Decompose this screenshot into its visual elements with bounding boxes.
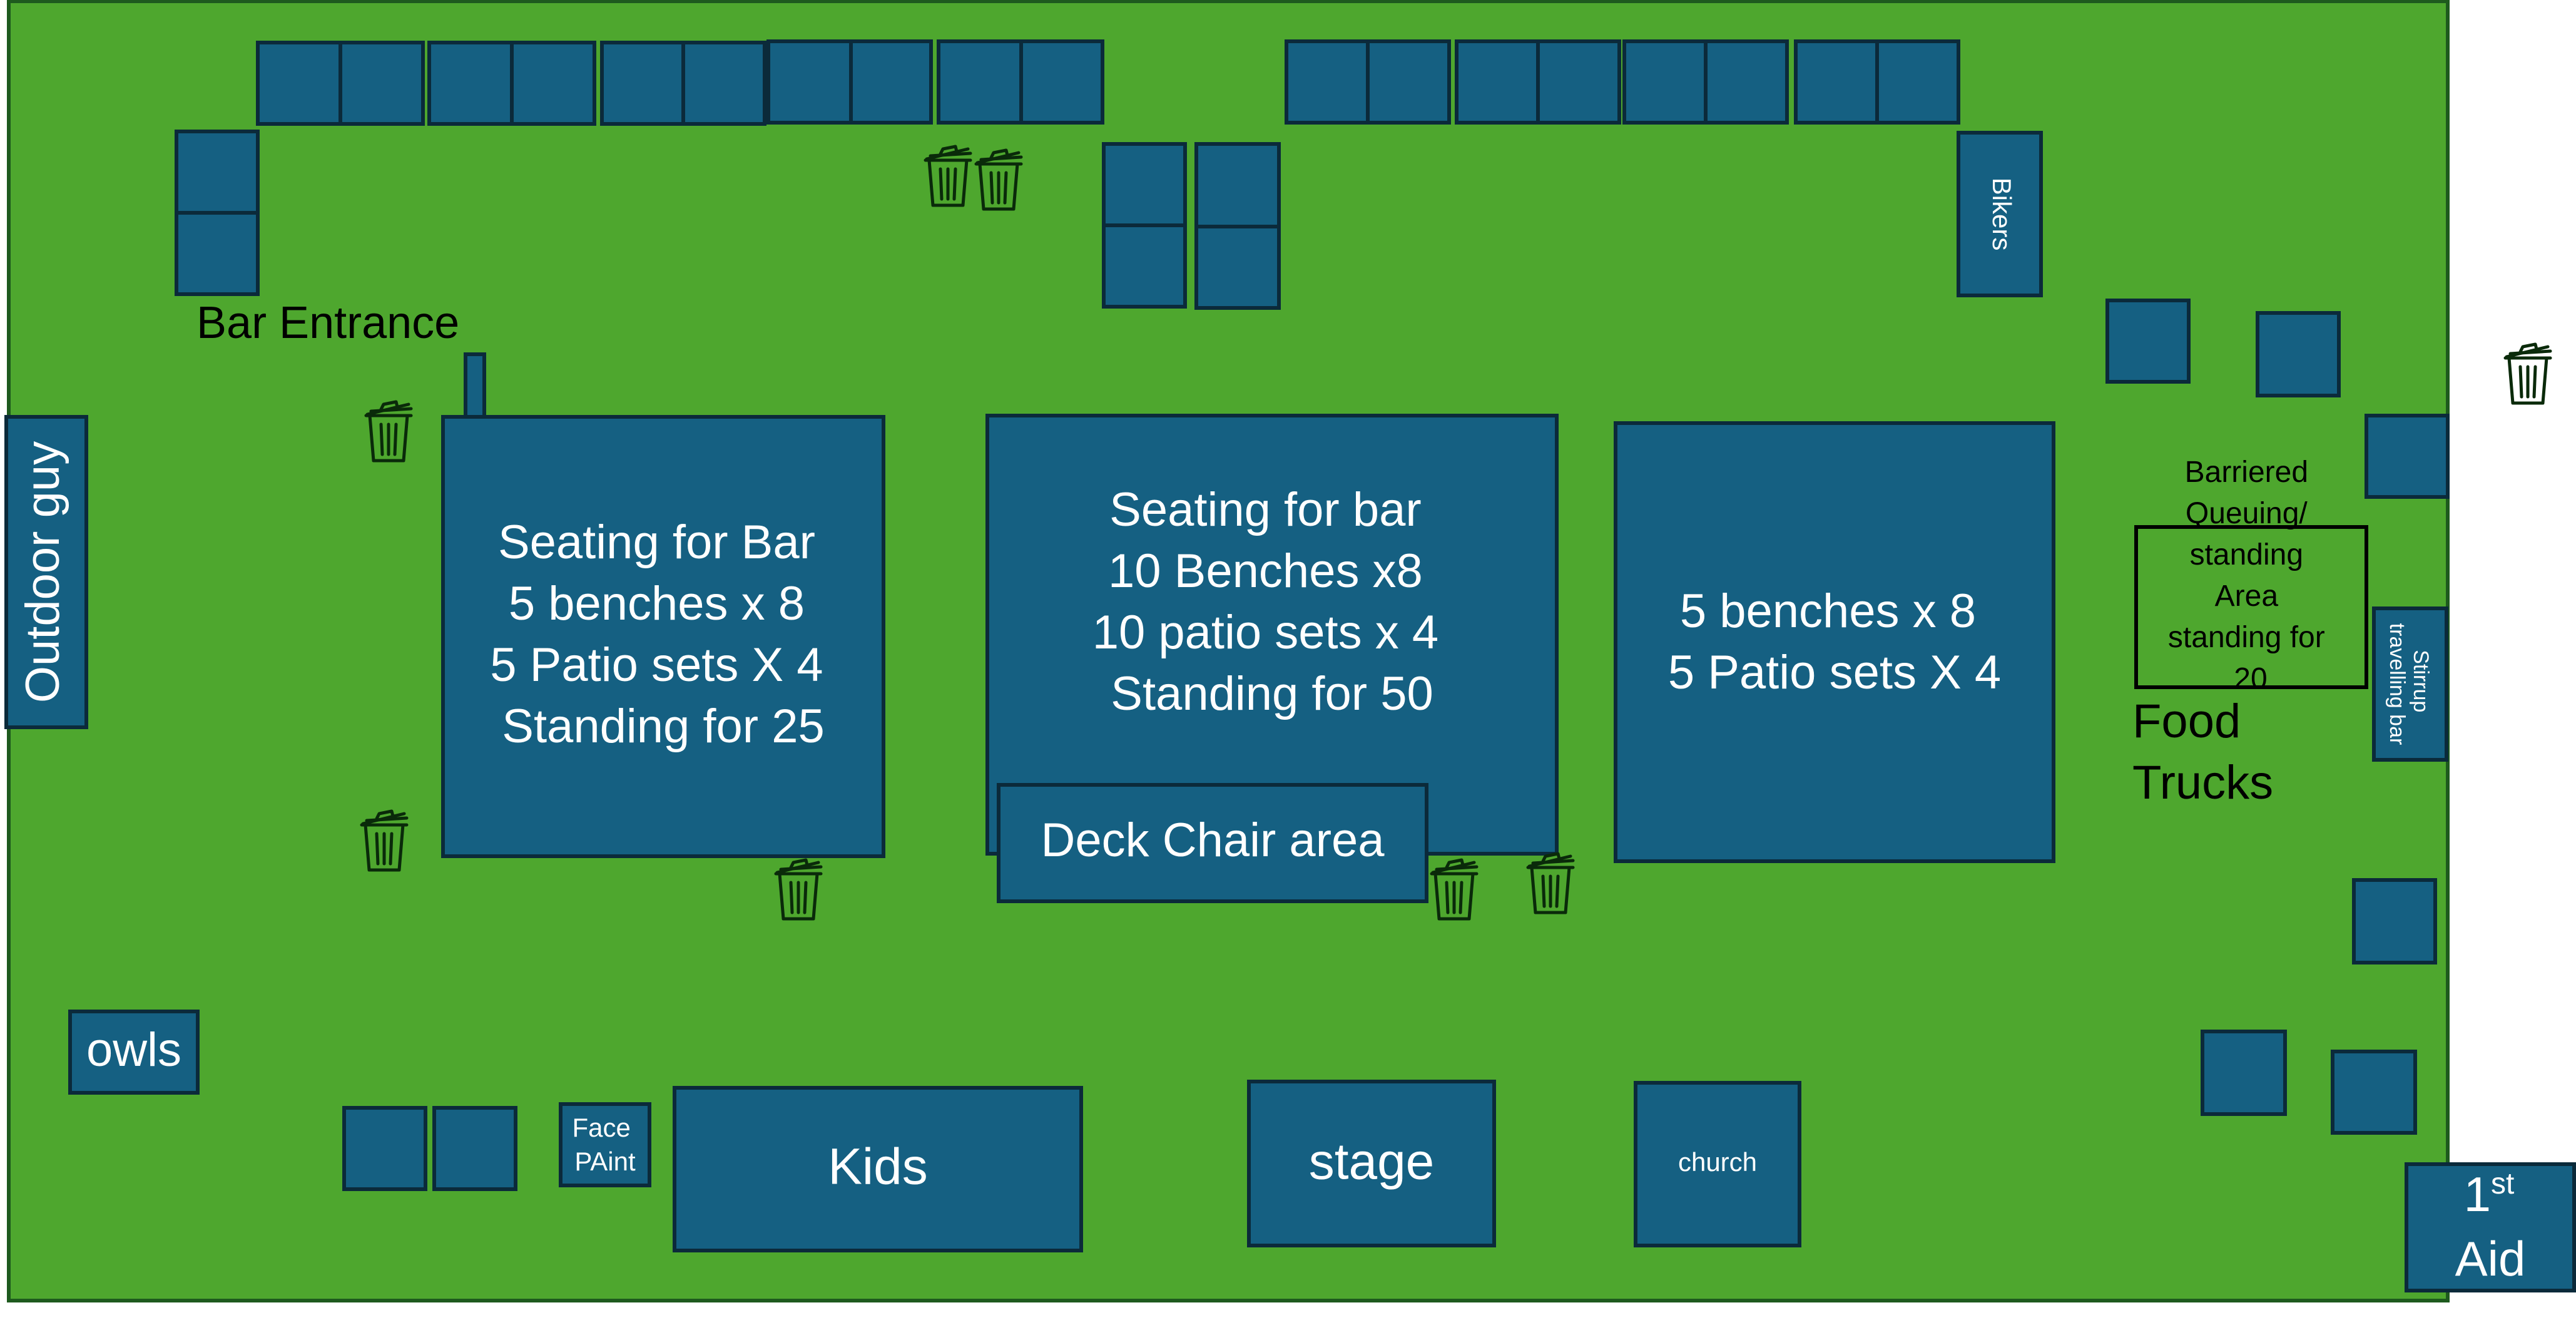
seating-left-line: Seating for Bar [498, 516, 815, 569]
seating-right-text: 5 benches x 8 5 Patio sets X 4 [1668, 585, 2001, 699]
stage-area [1247, 1080, 1496, 1247]
stall [1102, 223, 1187, 309]
stirrup-travelling-bar [2372, 606, 2448, 762]
stall [1019, 39, 1104, 125]
stall [427, 41, 514, 126]
seating-area-left [441, 415, 885, 858]
seating-center-line: 10 patio sets x 4 [1092, 606, 1438, 659]
kids-area [673, 1086, 1083, 1252]
stall [510, 41, 596, 126]
stall [2331, 1050, 2417, 1135]
stall [1285, 39, 1370, 125]
stall [1875, 39, 1960, 125]
stall [342, 1106, 427, 1191]
seating-center-text: Seating for bar 10 Benches x8 10 patio s… [1092, 483, 1452, 720]
stall [2365, 414, 2450, 499]
church-label: church [1678, 1147, 1757, 1177]
stage-label: stage [1309, 1133, 1435, 1190]
stall [2201, 1030, 2287, 1116]
seating-center-line: Seating for bar [1109, 483, 1422, 536]
queue-area-line: standing for [2168, 621, 2325, 654]
first-aid-area [2405, 1162, 2576, 1292]
deck-chair-area [997, 783, 1428, 903]
stall [1366, 39, 1451, 125]
stall [849, 39, 933, 125]
food-trucks-line2: Trucks [2132, 756, 2273, 809]
stall [256, 41, 342, 126]
bikers-area [1957, 131, 2043, 297]
food-trucks-line1: Food [2132, 695, 2241, 748]
bikers-label: Bikers [1987, 178, 2017, 251]
stall [1194, 142, 1281, 228]
seating-left-line: Standing for 25 [502, 700, 825, 753]
seating-center-line: Standing for 50 [1111, 667, 1433, 720]
bar-entrance-label: Bar Entrance [196, 298, 459, 348]
outdoor-guy-label: Outdoor guy [16, 441, 69, 703]
seating-area-center [985, 414, 1559, 856]
queue-area-line: 20 [2234, 662, 2267, 695]
bar-entrance-marker [464, 352, 486, 421]
stall [175, 211, 260, 296]
stall [2352, 878, 2437, 964]
stall [1794, 39, 1879, 125]
stall [1102, 142, 1187, 227]
stall [937, 39, 1023, 125]
outdoor-guy-area [4, 415, 88, 729]
stall [1536, 39, 1621, 125]
queue-area-line: standing [2190, 538, 2303, 571]
stall [681, 41, 766, 126]
stirrup-label-line2: travelling bar [2385, 623, 2409, 745]
top-stalls-right [1285, 39, 1960, 125]
seating-center-line: 10 Benches x8 [1108, 545, 1423, 598]
stall [1622, 39, 1708, 125]
church-area [1634, 1081, 1801, 1247]
stall [1194, 225, 1281, 310]
queue-area-outline [2134, 525, 2368, 689]
stall [175, 130, 260, 215]
food-trucks-label: Food Trucks [2132, 695, 2273, 809]
stall [766, 39, 853, 125]
stall [2105, 299, 2191, 384]
queue-area-text: Barriered Queuing/ standing Area standin… [2168, 456, 2333, 695]
seating-left-line: 5 Patio sets X 4 [490, 638, 823, 692]
stall [1704, 39, 1789, 125]
seating-left-text: Seating for Bar 5 benches x 8 5 Patio se… [490, 516, 836, 753]
owls-area [68, 1010, 200, 1095]
stall [1455, 39, 1540, 125]
trash-bin-icon [2505, 344, 2550, 403]
face-paint-label: Face PAint [572, 1113, 638, 1176]
queue-area-line: Queuing/ [2186, 497, 2308, 530]
first-aid-number: 1 [2464, 1167, 2491, 1222]
face-paint-line2: PAint [574, 1147, 636, 1176]
face-paint-area [559, 1102, 651, 1187]
seating-area-right [1614, 421, 2055, 863]
owls-label: owls [86, 1023, 181, 1077]
kids-label: Kids [828, 1138, 928, 1195]
stall [600, 41, 685, 126]
seating-right-line: 5 Patio sets X 4 [1668, 646, 2001, 699]
first-aid-superscript: st [2491, 1167, 2514, 1200]
stall [339, 41, 425, 126]
stirrup-label-line1: Stirrup [2409, 650, 2433, 712]
top-stalls-left [256, 39, 1104, 126]
stirrup-label: Stirrup travelling bar [2385, 623, 2433, 745]
queue-area-line: Area [2215, 580, 2279, 613]
stall [2256, 311, 2341, 397]
face-paint-line1: Face [572, 1113, 630, 1142]
deck-chair-label: Deck Chair area [1041, 814, 1385, 867]
seating-left-line: 5 benches x 8 [509, 577, 805, 630]
first-aid-line2: Aid [2455, 1231, 2526, 1286]
seating-right-line: 5 benches x 8 [1680, 585, 1976, 638]
first-aid-label: 1st [2464, 1167, 2515, 1222]
queue-area-line: Barriered [2185, 456, 2308, 489]
stall [432, 1106, 517, 1191]
